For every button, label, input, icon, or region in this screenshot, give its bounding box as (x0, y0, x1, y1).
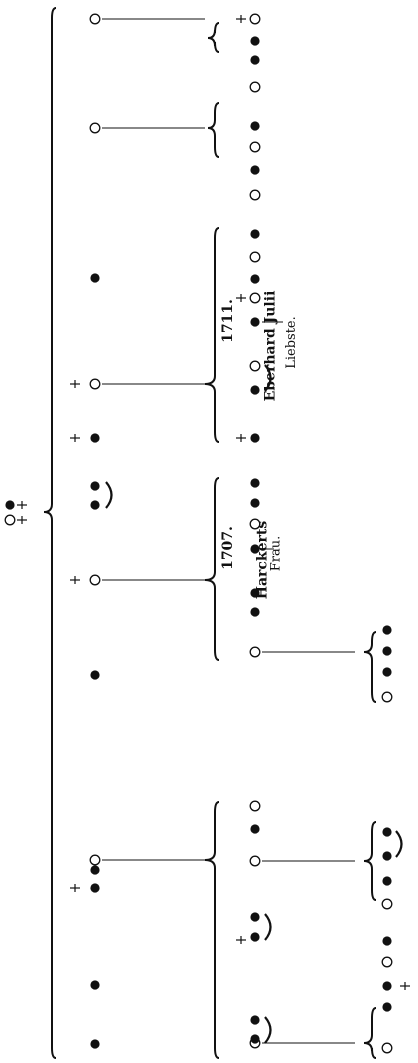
paired-bracket (395, 830, 403, 858)
sibling-brackets (43, 7, 377, 1059)
male-symbol (250, 498, 260, 508)
female-symbol (89, 854, 101, 866)
sibling-bracket (204, 801, 220, 1059)
deceased-mark (236, 15, 246, 23)
female-symbol (249, 800, 261, 812)
male-symbol (250, 121, 260, 131)
deceased-mark (70, 576, 80, 584)
female-symbol (249, 13, 261, 25)
female-symbol (249, 360, 261, 372)
male-symbol (382, 876, 392, 886)
female-symbol (249, 81, 261, 93)
sibling-bracket (363, 1007, 377, 1059)
female-symbol (381, 1042, 393, 1054)
sibling-bracket (363, 821, 377, 901)
year-label-1711: 1711. (219, 299, 236, 343)
male-symbol (250, 1034, 260, 1044)
sibling-bracket (363, 631, 377, 703)
male-symbol (250, 165, 260, 175)
female-symbol (89, 122, 101, 134)
male-symbol (382, 1002, 392, 1012)
male-symbol (250, 544, 260, 554)
male-symbol (90, 433, 100, 443)
deceased-mark (17, 501, 27, 509)
male-symbol (382, 625, 392, 635)
deceased-mark (236, 434, 246, 442)
sibling-bracket (43, 7, 57, 1059)
male-symbol (90, 1039, 100, 1049)
female-symbol (249, 141, 261, 153)
male-symbol (382, 981, 392, 991)
female-symbol (381, 898, 393, 910)
label-eberhard-julii: Eberhard Julii (262, 290, 279, 402)
male-symbol (250, 274, 260, 284)
male-symbol (90, 865, 100, 875)
paired-bracket (264, 913, 272, 941)
female-symbol (249, 292, 261, 304)
male-symbol (250, 478, 260, 488)
paired-bracket (264, 364, 272, 392)
sibling-bracket (207, 22, 220, 53)
male-symbol (382, 936, 392, 946)
male-symbol (5, 500, 15, 510)
deceased-mark (70, 434, 80, 442)
sibling-bracket (204, 227, 220, 443)
female-symbol (381, 691, 393, 703)
male-symbol (250, 824, 260, 834)
male-symbol (382, 827, 392, 837)
descent-lines (102, 18, 355, 1044)
female-symbol (249, 518, 261, 530)
male-symbol (250, 229, 260, 239)
female-symbol (249, 855, 261, 867)
person-symbols (4, 13, 410, 1054)
male-symbol (90, 883, 100, 893)
male-symbol (382, 667, 392, 677)
male-symbol (250, 385, 260, 395)
male-symbol (90, 481, 100, 491)
female-symbol (249, 251, 261, 263)
female-symbol (4, 514, 16, 526)
deceased-mark (236, 294, 246, 302)
male-symbol (90, 980, 100, 990)
female-symbol (249, 189, 261, 201)
male-symbol (90, 500, 100, 510)
female-symbol (89, 13, 101, 25)
paired-bracket (105, 481, 113, 509)
deceased-mark (70, 380, 80, 388)
deceased-mark (70, 884, 80, 892)
paired-bracket (264, 1016, 272, 1044)
sibling-bracket (204, 477, 220, 661)
male-symbol (382, 851, 392, 861)
male-symbol (250, 317, 260, 327)
male-symbol (250, 912, 260, 922)
male-symbol (250, 932, 260, 942)
label-frau: Frau. (268, 535, 284, 572)
deceased-mark (400, 982, 410, 990)
male-symbol (382, 646, 392, 656)
year-label-1707: 1707. (219, 526, 236, 570)
deceased-mark (236, 936, 246, 944)
male-symbol (90, 273, 100, 283)
female-symbol (89, 378, 101, 390)
male-symbol (250, 55, 260, 65)
label-liebste: Liebste. (283, 316, 299, 369)
female-symbol (89, 574, 101, 586)
male-symbol (250, 36, 260, 46)
male-symbol (250, 588, 260, 598)
female-symbol (249, 646, 261, 658)
male-symbol (250, 1015, 260, 1025)
female-symbol (381, 956, 393, 968)
sibling-bracket (207, 102, 220, 158)
male-symbol (90, 670, 100, 680)
deceased-mark (17, 516, 27, 524)
male-symbol (250, 607, 260, 617)
male-symbol (250, 433, 260, 443)
